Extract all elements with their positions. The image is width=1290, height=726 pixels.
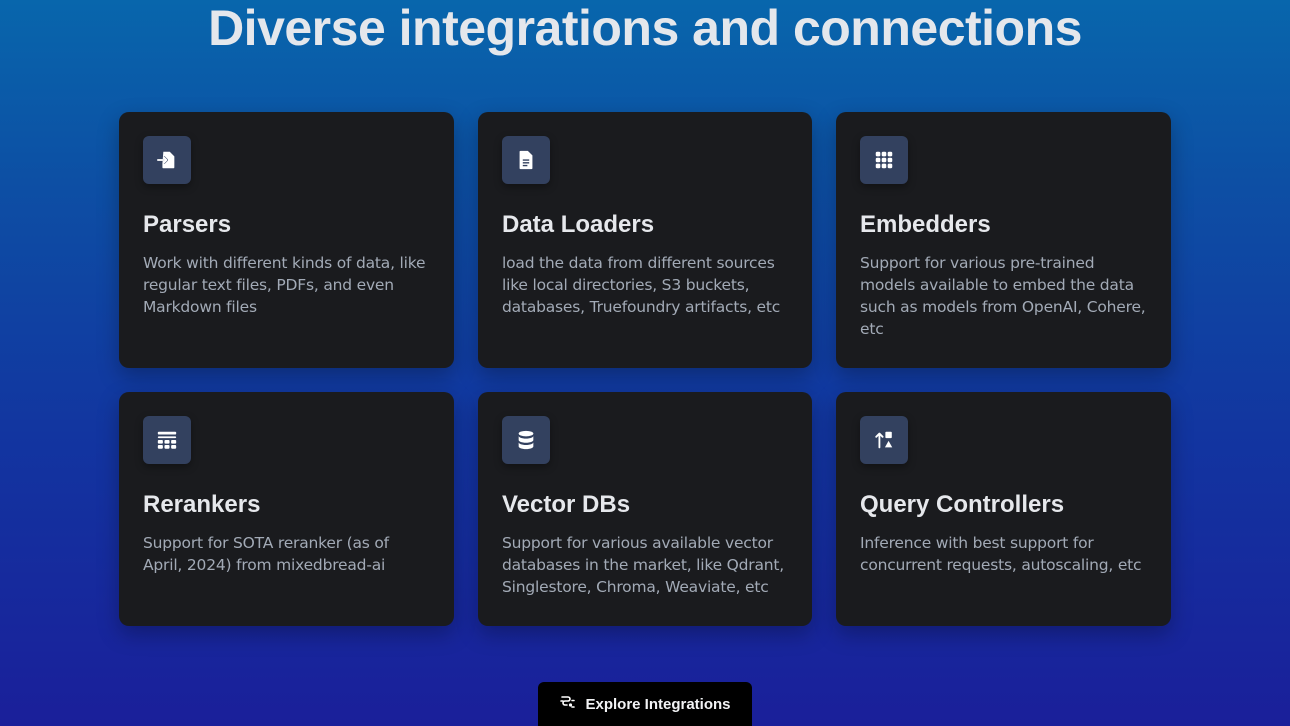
integration-card-data-loaders[interactable]: Data Loaders load the data from differen… <box>478 112 812 368</box>
card-description: Inference with best support for concurre… <box>860 534 1142 574</box>
card-description: Support for various available vector dat… <box>502 534 784 596</box>
integration-card-embedders[interactable]: Embedders Support for various pre-traine… <box>836 112 1171 368</box>
card-description: Support for various pre-trained models a… <box>860 254 1146 338</box>
card-description: load the data from different sources lik… <box>502 254 781 316</box>
integration-card-vector-dbs[interactable]: Vector DBs Support for various available… <box>478 392 812 626</box>
database-icon <box>502 416 550 464</box>
grid-dots-icon <box>860 136 908 184</box>
explore-integrations-label: Explore Integrations <box>585 695 731 713</box>
card-description: Support for SOTA reranker (as of April, … <box>143 534 389 574</box>
card-title: Query Controllers <box>860 491 1065 518</box>
card-title: Data Loaders <box>502 211 655 238</box>
card-title: Embedders <box>860 211 991 238</box>
integration-card-query-controllers[interactable]: Query Controllers Inference with best su… <box>836 392 1171 626</box>
card-description: Work with different kinds of data, like … <box>143 254 426 316</box>
sort-shapes-icon <box>860 416 908 464</box>
card-title: Parsers <box>143 211 232 238</box>
document-icon <box>502 136 550 184</box>
card-title: Rerankers <box>143 491 261 518</box>
explore-integrations-button[interactable]: Explore Integrations <box>538 682 752 726</box>
card-title: Vector DBs <box>502 491 631 518</box>
rerank-table-icon <box>143 416 191 464</box>
file-import-icon <box>143 136 191 184</box>
integrations-grid: Parsers Work with different kinds of dat… <box>119 112 1171 626</box>
integration-card-parsers[interactable]: Parsers Work with different kinds of dat… <box>119 112 454 368</box>
section-headline: Diverse integrations and connections <box>208 0 1082 56</box>
integration-card-rerankers[interactable]: Rerankers Support for SOTA reranker (as … <box>119 392 454 626</box>
integration-icon <box>559 694 576 714</box>
